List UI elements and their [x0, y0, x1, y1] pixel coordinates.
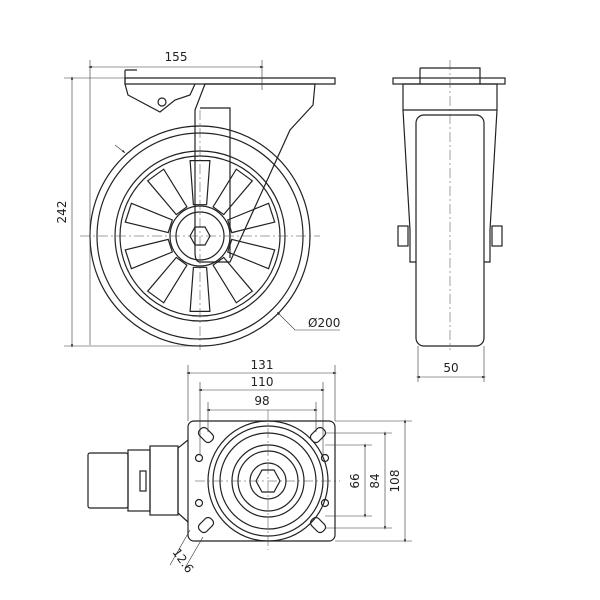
bolt-hole [194, 498, 204, 508]
bolt-hole [194, 453, 204, 463]
spoke [189, 160, 211, 206]
spoke [226, 202, 276, 234]
dim-label-98: 98 [254, 394, 269, 408]
slot [309, 426, 327, 444]
dim-label-66: 66 [348, 473, 362, 488]
spoke [146, 256, 188, 304]
top-view: 131 110 98 66 84 108 12.6 [87, 358, 412, 576]
dim-label-50: 50 [443, 361, 458, 375]
side-view: 50 [392, 60, 506, 382]
spoke [146, 168, 188, 216]
side-fork [402, 109, 498, 263]
dim-diameter-leader [276, 311, 340, 331]
spoke [124, 238, 174, 270]
spoke [124, 202, 174, 234]
spoke [226, 238, 276, 270]
dim-label-155: 155 [165, 50, 188, 64]
spoke [212, 168, 254, 216]
brake-pedal [87, 452, 129, 509]
top-plate [124, 77, 336, 85]
slot [197, 516, 215, 534]
side-plate [392, 77, 506, 85]
dim-label-12-6: 12.6 [170, 546, 197, 576]
dim-label-110: 110 [251, 375, 274, 389]
dim-label-diameter: Ø200 [308, 316, 340, 330]
dim-label-84: 84 [368, 473, 382, 488]
dim-label-108: 108 [388, 470, 402, 493]
spoke [212, 256, 254, 304]
spoke [189, 266, 211, 312]
slot [197, 426, 215, 444]
dim-label-242: 242 [55, 201, 69, 224]
front-view: 155 242 Ø200 [55, 50, 340, 350]
brake-lever [124, 69, 196, 113]
fork [194, 83, 316, 263]
dim-label-131: 131 [251, 358, 274, 372]
bolt-hole [320, 453, 330, 463]
slot [309, 516, 327, 534]
bolt-hole [320, 498, 330, 508]
